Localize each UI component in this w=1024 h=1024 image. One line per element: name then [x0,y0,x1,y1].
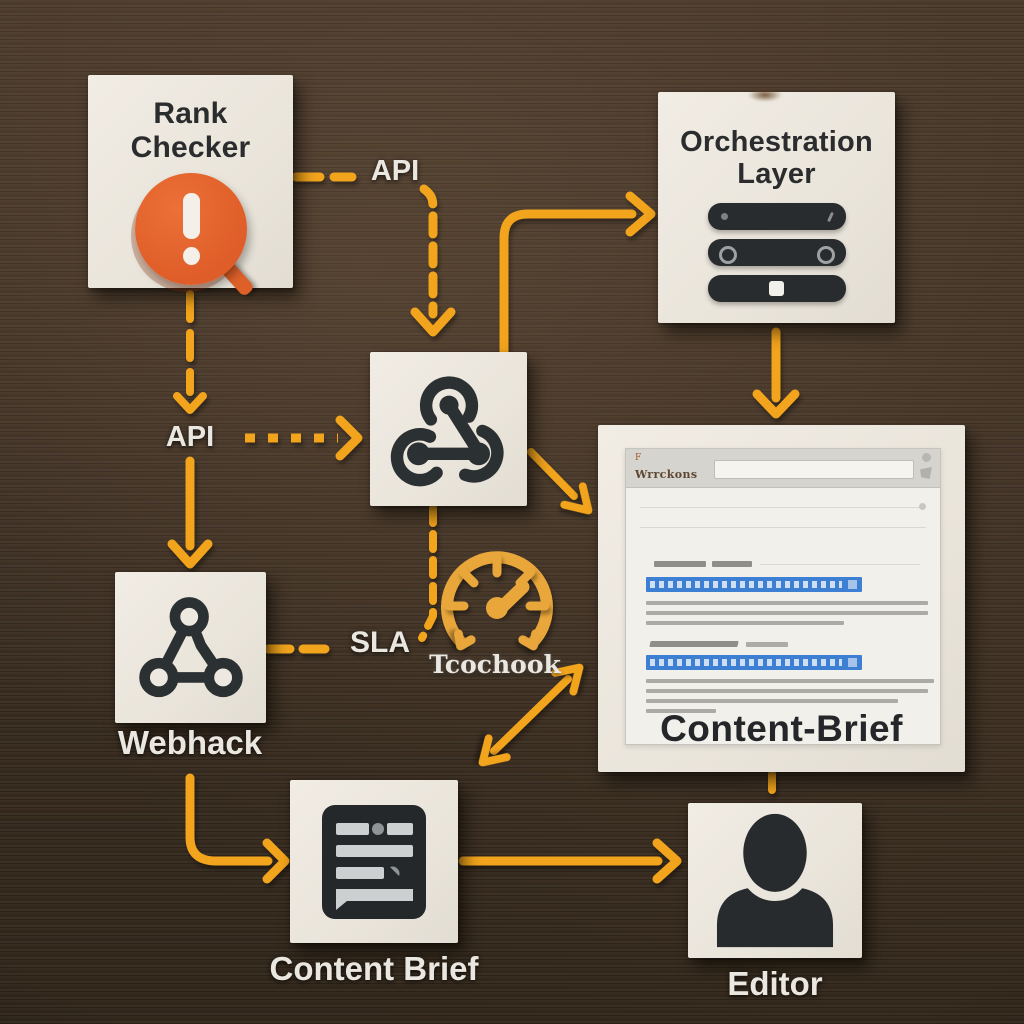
text-line [646,621,844,625]
edge-rank-to-hub-head [410,307,456,337]
edge-api-to-webhack-head [167,539,213,569]
edge-briefsm-brieflg [490,675,572,755]
webhook-triangle-icon [138,596,243,697]
gauge-icon [441,551,553,651]
highlighted-text-row-2 [646,655,862,670]
node-content-brief-document: F Wrrckons Content-Brief [598,425,965,772]
rank-checker-title: Rank Checker [130,97,251,164]
sla-label: SLA [350,626,410,659]
edge-rank-down-head [173,392,207,414]
text-line [646,699,898,703]
browser-menu-icon [922,453,931,462]
node-orchestration-layer: Orchestration Layer [658,86,895,323]
server-bar-2 [707,238,846,266]
webhook-icon [390,376,504,487]
server-rack-icon [658,202,895,302]
api-label-top: API [370,155,420,187]
heading-bar [654,561,706,567]
gauge-caption: Tcochook [429,650,561,679]
node-rank-checker: Rank Checker [88,75,293,298]
edge-briefsm-brieflg-head1 [551,663,584,696]
edge-api-to-hub-head [335,415,363,461]
edge-rank-to-hub-dash2 [419,184,438,319]
page-dot-icon [919,503,926,510]
edge-webhack-to-briefsm-head [262,838,290,884]
server-bar-1 [707,202,846,230]
api-label-left: API [165,421,215,453]
text-line [646,611,928,615]
node-webhack [115,572,266,723]
text-line [646,601,928,605]
edge-hub-to-orch-head [625,191,656,237]
browser-header: F Wrrckons [626,449,940,488]
text-line [646,709,716,713]
edge-hub-to-brief-head [560,482,593,515]
content-brief-document-title: Content-Brief [660,708,903,749]
alert-search-icon [135,173,247,285]
favicon-mark: F [635,453,642,463]
node-editor [688,803,862,958]
editor-label: Editor [727,965,823,1002]
server-bar-3 [707,274,846,302]
orchestration-title: Orchestration Layer [680,126,873,191]
document-lines-icon [322,804,426,919]
browser-title: Wrrckons [635,468,698,481]
edge-orch-to-brief-head [752,389,800,419]
webhack-label: Webhack [117,724,263,761]
edge-briefsm-brieflg-head2 [478,734,511,767]
divider [640,527,926,528]
text-line [646,689,928,693]
highlighted-text-row-1 [646,577,862,592]
edge-webhack-to-briefsm [185,773,273,866]
text-line [646,679,934,683]
divider [760,564,920,565]
content-brief-label: Content Brief [269,950,479,987]
edge-briefsm-to-editor-head [652,838,682,884]
address-bar [714,460,914,479]
node-content-brief [290,780,458,943]
heading-bar [746,642,788,647]
browser-window: F Wrrckons [625,448,941,745]
edge-hub-to-orch [499,209,637,357]
edge-hub-to-brief [527,448,578,500]
paper-smudge [742,86,788,104]
heading-bar [712,561,752,567]
browser-bookmark-icon [920,467,932,479]
edge-hub-to-sla [418,504,437,642]
heading-bar-italic [649,641,739,647]
person-icon [716,813,834,947]
node-webhook-hub [370,352,527,506]
divider [640,507,926,508]
